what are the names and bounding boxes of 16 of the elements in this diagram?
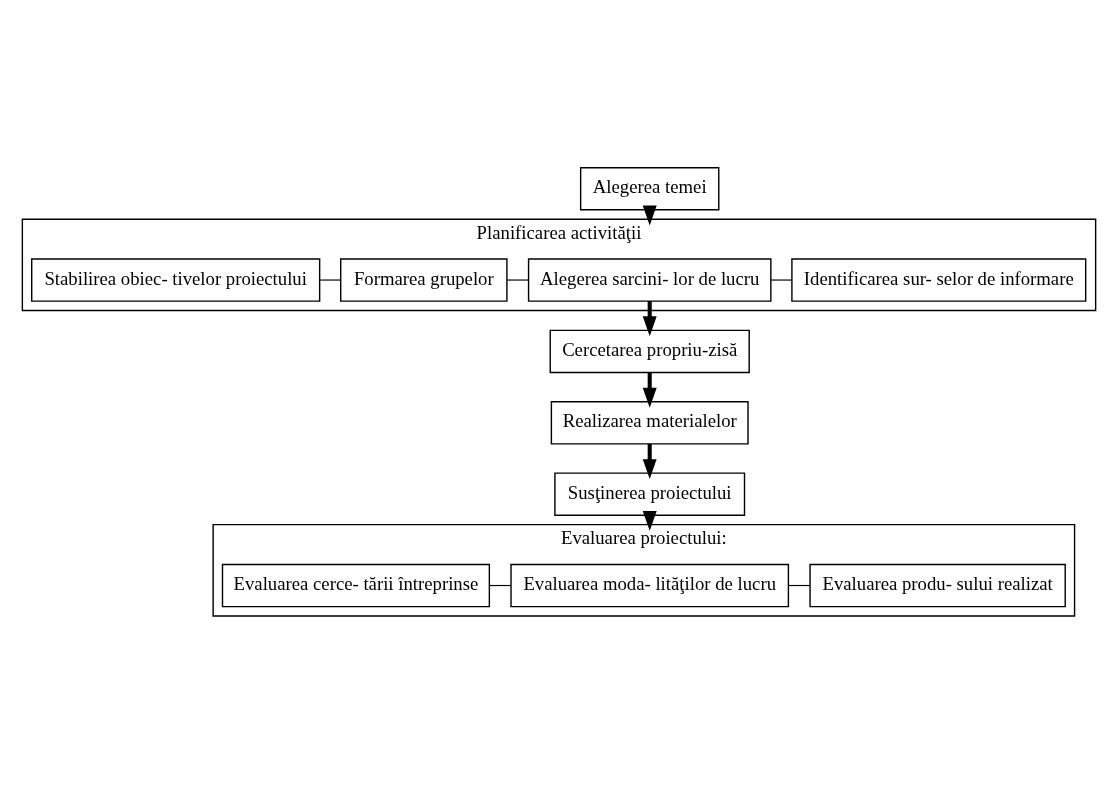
node-box: Evaluarea moda- lităţilor de lucru [510,563,790,607]
arrow [642,204,657,225]
connector [506,278,529,281]
node-box: Evaluarea produ- sului realizat [809,563,1066,607]
node-box: Realizarea materialelor [550,400,749,445]
connector [788,584,811,586]
node-box: Alegerea sarcini- lor de lucru [527,257,772,302]
arrow [642,510,657,531]
connector [319,278,341,281]
node-box: Formarea grupelor [340,257,508,302]
node-box: Evaluarea cerce- tării întreprinse [221,563,491,607]
node-box: Stabilirea obiec- tivelor proiectului [31,257,321,302]
connector [770,278,793,281]
node-box: Identificarea sur- selor de informare [791,257,1087,302]
connector [489,584,512,586]
node-box: Cercetarea propriu-zisă [549,329,750,373]
